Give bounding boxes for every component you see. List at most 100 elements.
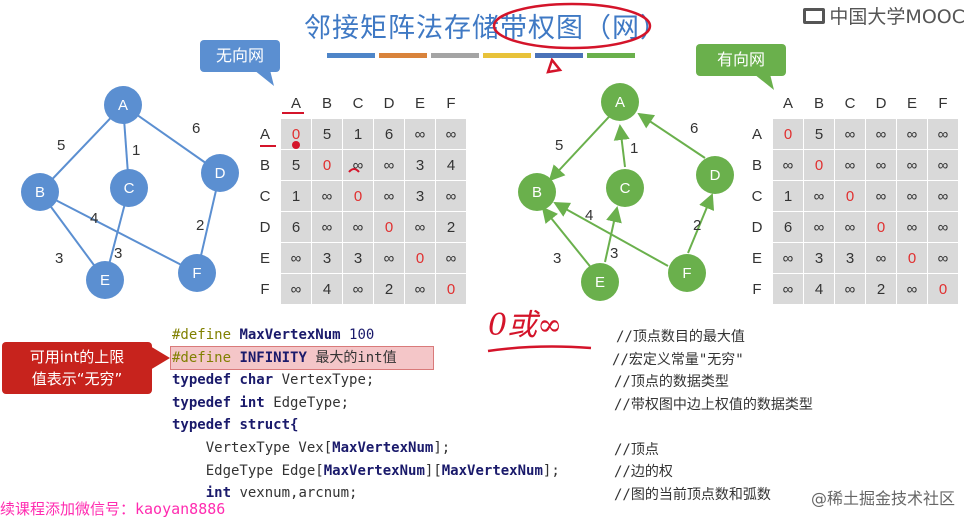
arc-e-b [541, 206, 594, 271]
matrix-cell: 2 [435, 211, 467, 243]
handwritten-circle [492, 2, 652, 74]
matrix-cell: ∞ [865, 149, 897, 181]
arc-e-c [604, 206, 622, 263]
node-label: E [595, 274, 605, 291]
matrix-cell: 4 [435, 149, 467, 181]
code-token: ]; [542, 462, 560, 479]
matrix-cell: 5 [803, 118, 835, 150]
matrix-cell: ∞ [865, 118, 897, 150]
matrix-cell: 5 [280, 149, 312, 181]
node-label: B [532, 184, 542, 201]
color-bar-6 [587, 53, 635, 58]
node-label: D [215, 165, 226, 182]
matrix-cell: ∞ [927, 211, 959, 243]
mooc-logo: 中国大学MOOC [803, 2, 965, 29]
arc-c-a [613, 124, 630, 168]
matrix-cell: 3 [404, 149, 436, 181]
matrix-cell: ∞ [404, 118, 436, 150]
matrix-cell: ∞ [435, 242, 467, 274]
matrix-cell: ∞ [311, 211, 343, 243]
node-f [178, 254, 216, 292]
matrix-cell: 0 [865, 211, 897, 243]
code-token: INFINITY [239, 349, 307, 366]
matrix-cell: ∞ [834, 211, 866, 243]
node-e [86, 261, 124, 299]
column-header: E [414, 94, 425, 112]
node-c [606, 169, 644, 207]
directed-edges [541, 104, 715, 271]
matrix-row: F∞4∞2∞0 [250, 273, 467, 305]
matrix-cell: ∞ [896, 118, 928, 150]
matrix-cell: 3 [404, 180, 436, 212]
weight-label: 2 [693, 217, 701, 234]
directed-graph: 5 1 6 4 3 3 2 A B C D E F [518, 83, 734, 301]
matrix-cell: 5 [311, 118, 343, 150]
book-icon [803, 7, 826, 24]
matrix-cell: ∞ [896, 180, 928, 212]
matrix-cell: 3 [834, 242, 866, 274]
row-header: E [751, 249, 762, 267]
code-token: 最大的int值 [315, 349, 397, 366]
matrix-cell: 0 [896, 242, 928, 274]
matrix-corner [742, 88, 773, 119]
handwritten-note: 0或∞ [488, 308, 563, 343]
code-token: #define [172, 349, 232, 366]
color-bar-1 [327, 53, 375, 58]
row-header: C [259, 187, 271, 205]
node-b [518, 173, 556, 211]
matrix-cell: 2 [865, 273, 897, 305]
node-f [668, 254, 706, 292]
matrix-cell: ∞ [803, 180, 835, 212]
node-label: A [118, 97, 128, 114]
code-line: typedef char VertexType; [172, 369, 560, 392]
matrix-cell: ∞ [896, 149, 928, 181]
handwritten-arrow-mark [546, 57, 563, 74]
weight-label: 1 [630, 140, 638, 157]
matrix-cell: 0 [435, 273, 467, 305]
node-label: D [710, 167, 721, 184]
code-token: int [239, 394, 265, 411]
handwritten-marks [260, 112, 360, 173]
row-header: E [259, 249, 270, 267]
weight-label: 3 [610, 245, 618, 262]
code-token: char [239, 372, 274, 389]
column-header: E [906, 94, 917, 112]
matrix-cell: ∞ [865, 180, 897, 212]
code-token: EdgeType; [273, 394, 350, 411]
node-label: C [124, 180, 135, 197]
weight-label: 4 [90, 210, 98, 227]
matrix-cell: ∞ [373, 180, 405, 212]
matrix-cell: ∞ [772, 273, 804, 305]
matrix-cell: ∞ [311, 180, 343, 212]
matrix-row: B∞0∞∞∞∞ [742, 149, 959, 181]
infinity-line-highlight [170, 346, 434, 370]
matrix-cell: ∞ [342, 273, 374, 305]
matrix-cell: ∞ [896, 211, 928, 243]
edge-a-b [39, 104, 124, 193]
matrix-cell: 1 [342, 118, 374, 150]
matrix-cell: ∞ [772, 242, 804, 274]
row-header: F [752, 280, 762, 298]
matrix-cell: 0 [803, 149, 835, 181]
matrix-cell: ∞ [834, 149, 866, 181]
code-token: int [205, 485, 232, 502]
node-label: F [682, 265, 691, 282]
row-header: B [751, 156, 762, 174]
slide-title: 邻接矩阵法存储带权图（网） [304, 13, 668, 44]
code-line: VertexType Vex[MaxVertexNum]; [172, 437, 560, 460]
edge-b-f [39, 191, 198, 274]
arc-a-b [548, 104, 621, 182]
code-token: struct{ [239, 417, 299, 434]
column-header: A [782, 94, 793, 112]
node-label: E [100, 272, 110, 289]
matrix-cell: 1 [772, 180, 804, 212]
column-header: F [446, 94, 456, 112]
node-label: F [192, 265, 201, 282]
matrix-cell: ∞ [435, 180, 467, 212]
code-comment: //顶点数目的最大值 [616, 329, 745, 345]
node-c [110, 169, 148, 207]
